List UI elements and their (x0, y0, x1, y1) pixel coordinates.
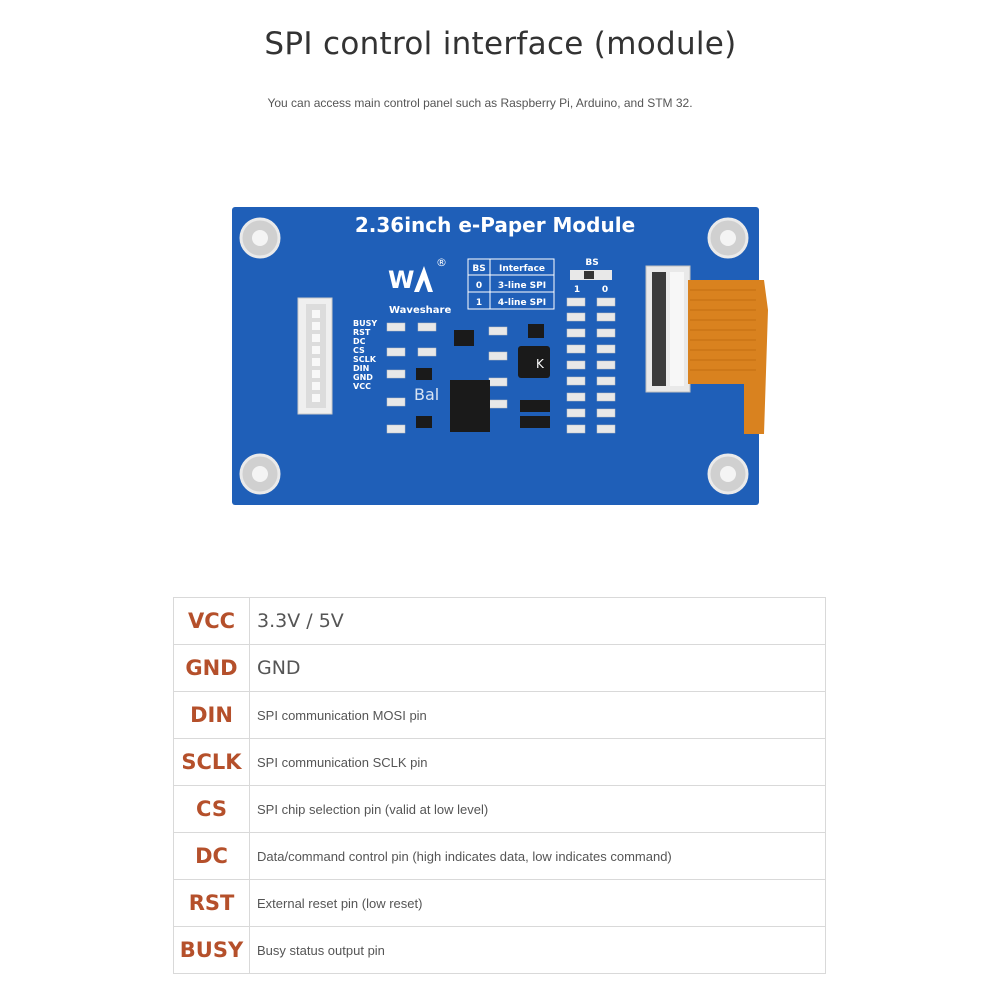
bs-row-1-value: 1 (476, 298, 482, 308)
pin-description: SPI chip selection pin (valid at low lev… (249, 785, 826, 833)
bs-interface-table: BS Interface 0 3-line SPI 1 4-line SPI (467, 258, 555, 310)
brand-label: Waveshare (389, 305, 451, 316)
pin-name: DIN (173, 691, 250, 739)
pin-header-connector (297, 297, 333, 415)
silkscreen-k: K (536, 357, 545, 371)
pin-description-table: VCC 3.3V / 5V GND GND DIN SPI communicat… (173, 597, 826, 974)
flex-cable-traces (690, 289, 756, 371)
pin-name: DC (173, 832, 250, 880)
pcb-label-sclk: SCLK (353, 355, 377, 364)
bs-row-0-interface: 3-line SPI (498, 281, 546, 291)
page-subtitle: You can access main control panel such a… (267, 96, 693, 110)
bs-switch-left: 1 (574, 285, 580, 295)
pcb-label-cs: CS (353, 346, 365, 355)
pin-description: GND (249, 644, 826, 692)
pcb-label-busy: BUSY (353, 319, 377, 328)
waveshare-logo-mark (414, 266, 433, 292)
bs-row-1-interface: 4-line SPI (498, 298, 546, 308)
table-row: VCC 3.3V / 5V (173, 597, 826, 645)
fpc-connector (645, 265, 691, 393)
pin-name: CS (173, 785, 250, 833)
table-row: CS SPI chip selection pin (valid at low … (173, 785, 826, 833)
pin-description: SPI communication SCLK pin (249, 738, 826, 786)
epaper-module-image: 2.36inch e-Paper Module W ® Waveshare BS… (228, 200, 773, 510)
mounting-holes (239, 217, 749, 495)
table-row: GND GND (173, 644, 826, 692)
pin-description: Busy status output pin (249, 926, 826, 974)
table-row: BUSY Busy status output pin (173, 926, 826, 974)
pin-description: Data/command control pin (high indicates… (249, 832, 826, 880)
pcb-label-vcc: VCC (353, 382, 371, 391)
pcb-label-gnd: GND (353, 373, 373, 382)
registered-mark: ® (436, 256, 447, 269)
bs-switch-label: BS (585, 258, 598, 268)
epaper-module-board: 2.36inch e-Paper Module W ® Waveshare BS… (232, 207, 768, 505)
integrated-circuits (416, 324, 550, 432)
pin-description: SPI communication MOSI pin (257, 707, 427, 723)
bs-switch: BS 1 0 (570, 258, 612, 295)
pcb-pin-labels: BUSY RST DC CS SCLK DIN GND VCC (353, 319, 377, 391)
pin-description-cell: SPI communication MOSI pin (249, 691, 826, 739)
pcb-label-dc: DC (353, 337, 366, 346)
bs-row-0-value: 0 (476, 281, 482, 291)
pcb-label-din: DIN (353, 364, 369, 373)
pin-description: 3.3V / 5V (249, 597, 826, 645)
pin-description: External reset pin (low reset) (249, 879, 826, 927)
table-row: DIN SPI communication MOSI pin (173, 691, 826, 739)
table-row: DC Data/command control pin (high indica… (173, 832, 826, 880)
bs-header: BS (472, 264, 485, 274)
pin-name: VCC (173, 597, 250, 645)
board-title: 2.36inch e-Paper Module (355, 213, 635, 237)
passive-components (386, 297, 616, 434)
table-row: RST External reset pin (low reset) (173, 879, 826, 927)
waveshare-logo: W (388, 266, 414, 294)
pin-name: SCLK (173, 738, 250, 786)
pin-name: BUSY (173, 926, 250, 974)
pcb-label-rst: RST (353, 328, 371, 337)
page-title: SPI control interface (module) (264, 26, 737, 62)
table-row: SCLK SPI communication SCLK pin (173, 738, 826, 786)
bs-switch-right: 0 (602, 285, 608, 295)
interface-header: Interface (499, 264, 545, 274)
pin-name: RST (173, 879, 250, 927)
silkscreen-bal: Bal (414, 385, 439, 404)
flex-cable (688, 280, 768, 434)
pin-name: GND (173, 644, 250, 692)
